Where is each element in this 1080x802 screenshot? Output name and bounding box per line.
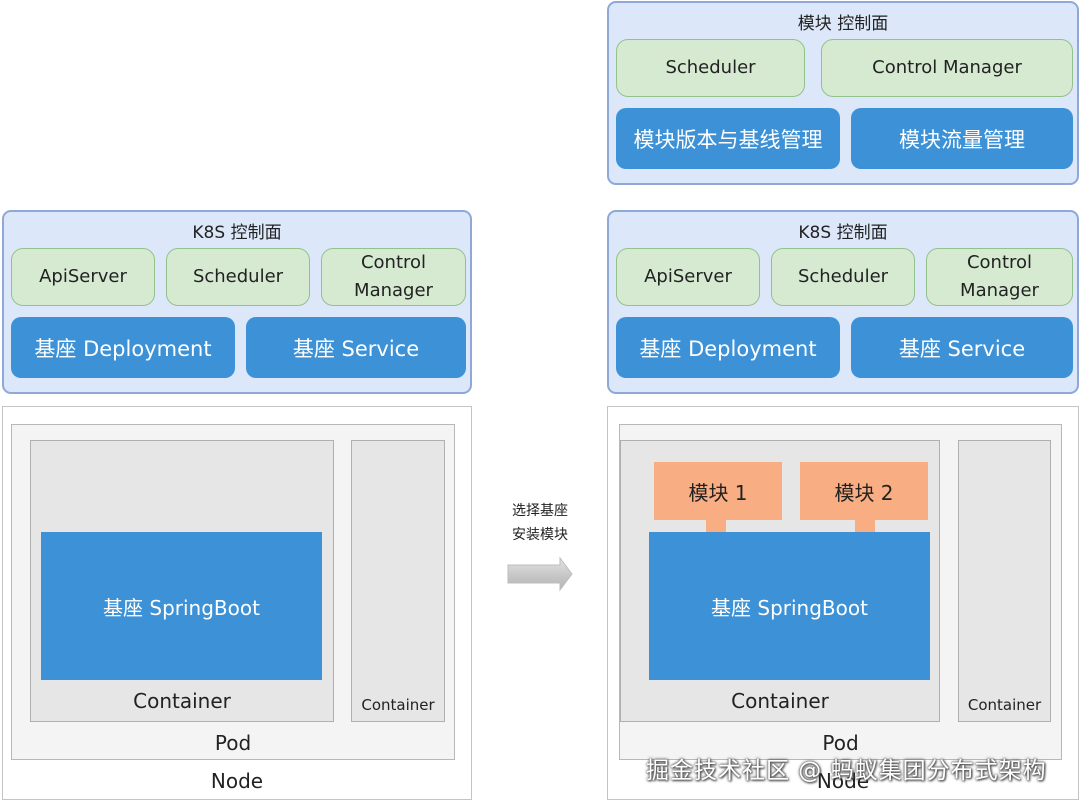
right-container-main-label: Container xyxy=(731,689,829,713)
left-k8s-control-plane: K8S 控制面 ApiServer Scheduler Control Mana… xyxy=(2,210,472,394)
left-springboot-box: 基座 SpringBoot xyxy=(41,532,322,680)
left-service-box: 基座 Service xyxy=(246,317,466,378)
left-node-label: Node xyxy=(210,769,264,793)
left-node: 基座 SpringBoot Container Container Pod No… xyxy=(2,406,472,800)
right-container-side: Container xyxy=(958,440,1051,722)
watermark: 掘金技术社区 @ 蚂蚁集团分布式架构 xyxy=(646,758,1047,784)
right-pod-label: Pod xyxy=(822,731,859,755)
module-traffic-box: 模块流量管理 xyxy=(851,108,1073,169)
right-control-manager-box: Control Manager xyxy=(926,248,1073,306)
left-pod-label: Pod xyxy=(214,731,252,755)
right-deployment-box: 基座 Deployment xyxy=(616,317,840,378)
left-container-main: 基座 SpringBoot Container xyxy=(30,440,334,722)
module-1-box: 模块 1 xyxy=(654,462,782,520)
module-control-manager-box: Control Manager xyxy=(821,39,1073,97)
install-step-caption: 选择基座 安装模块 xyxy=(492,499,588,547)
left-k8s-title: K8S 控制面 xyxy=(192,223,282,243)
left-container-main-label: Container xyxy=(133,689,231,713)
left-container-side: Container xyxy=(351,440,445,722)
module-version-baseline-box: 模块版本与基线管理 xyxy=(616,108,840,169)
install-step-line1: 选择基座 xyxy=(512,503,568,519)
right-springboot-box: 基座 SpringBoot xyxy=(649,532,930,680)
module-2-box: 模块 2 xyxy=(800,462,928,520)
right-node: 模块 1 模块 2 基座 SpringBoot Container Contai… xyxy=(607,406,1079,800)
right-arrow-icon xyxy=(507,556,573,592)
left-deployment-box: 基座 Deployment xyxy=(11,317,235,378)
module-control-plane: 模块 控制面 Scheduler Control Manager 模块版本与基线… xyxy=(607,1,1079,185)
right-pod: 模块 1 模块 2 基座 SpringBoot Container Contai… xyxy=(619,424,1062,760)
right-container-side-label: Container xyxy=(967,696,1042,714)
module-control-plane-title: 模块 控制面 xyxy=(797,14,889,34)
right-node-label: Node xyxy=(816,769,870,793)
module-scheduler-box: Scheduler xyxy=(616,39,805,97)
install-step-line2: 安装模块 xyxy=(512,527,568,543)
right-container-main: 模块 1 模块 2 基座 SpringBoot Container xyxy=(620,440,940,722)
left-scheduler-box: Scheduler xyxy=(166,248,310,306)
left-control-manager-box: Control Manager xyxy=(321,248,466,306)
right-service-box: 基座 Service xyxy=(851,317,1073,378)
right-scheduler-box: Scheduler xyxy=(771,248,915,306)
left-apiserver-box: ApiServer xyxy=(11,248,155,306)
right-apiserver-box: ApiServer xyxy=(616,248,760,306)
right-k8s-title: K8S 控制面 xyxy=(798,223,888,243)
left-pod: 基座 SpringBoot Container Container Pod xyxy=(11,424,455,760)
left-container-side-label: Container xyxy=(361,696,435,714)
right-k8s-control-plane: K8S 控制面 ApiServer Scheduler Control Mana… xyxy=(607,210,1079,394)
